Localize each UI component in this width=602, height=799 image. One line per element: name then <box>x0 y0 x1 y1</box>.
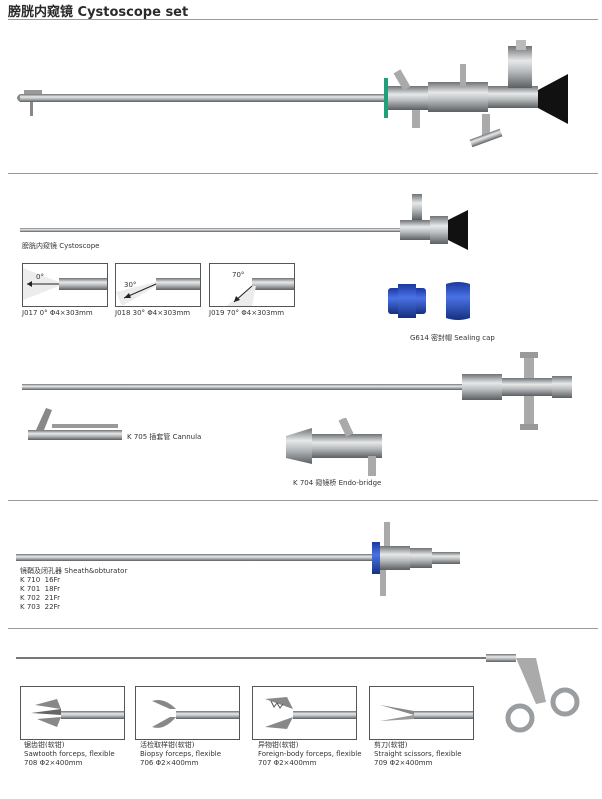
optic-70-angle: 70° <box>232 271 245 279</box>
cystoscope-image <box>20 194 468 250</box>
section-divider <box>8 500 598 501</box>
title-divider <box>8 19 598 20</box>
sheath-size-row: K 703 22Fr <box>20 603 60 611</box>
sealing-cap-image <box>388 282 470 320</box>
flexible-forceps-image <box>16 654 580 733</box>
section-divider <box>8 628 598 629</box>
page-title: 膀胱内窥镜 Cystoscope set <box>8 5 189 20</box>
sealing-cap-label: G614 密封帽 Sealing cap <box>410 334 495 342</box>
optic-30-box <box>115 263 201 307</box>
optic-0-angle: 0° <box>36 273 44 281</box>
optic-0-caption: J017 0° Φ4×303mm <box>22 309 93 317</box>
optic-70-box <box>209 263 295 307</box>
bridge-assembly-image <box>22 352 572 430</box>
optic-70-caption: J019 70° Φ4×303mm <box>209 309 285 317</box>
cystoscope-set-image <box>17 40 568 148</box>
optic-0-box <box>22 263 108 307</box>
endo-bridge-image <box>286 418 382 476</box>
cannula-image <box>28 408 122 440</box>
endo-bridge-label: K 704 窥镜桥 Endo-bridge <box>293 479 382 487</box>
sheath-size-row: K 702 21Fr <box>20 594 60 602</box>
sheath-size-row: K 701 18Fr <box>20 585 60 593</box>
sheath-size-row: K 710 16Fr <box>20 576 60 584</box>
section-divider <box>8 173 598 174</box>
cannula-label: K 705 插套管 Cannula <box>127 433 202 441</box>
sheath-label: 镜鞘及闭孔器 Sheath&obturator <box>20 567 128 575</box>
optic-30-caption: J018 30° Φ4×303mm <box>115 309 191 317</box>
forceps-box-biopsy <box>135 686 240 740</box>
forceps-box-scissors <box>369 686 474 740</box>
sheath-obturator-image <box>16 522 460 596</box>
forceps-box-foreign-body <box>252 686 357 740</box>
forceps-box-sawtooth <box>20 686 125 740</box>
optic-30-angle: 30° <box>124 281 137 289</box>
sheath-size-list: K 710 16Fr K 701 18Fr K 702 21Fr K 703 2… <box>20 576 60 612</box>
cystoscope-label: 膀胱内窥镜 Cystoscope <box>22 242 100 250</box>
